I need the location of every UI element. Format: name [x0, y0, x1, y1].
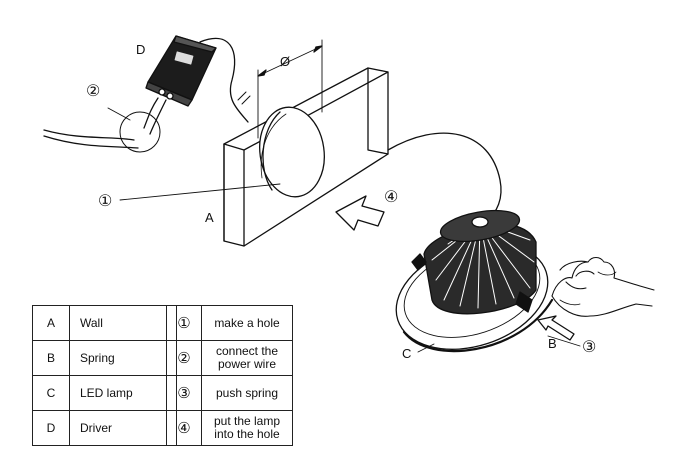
- step-key: ③: [166, 375, 202, 411]
- table-row: ④ put the lamp into the hole: [166, 410, 293, 446]
- lamp-leader: [417, 343, 435, 353]
- label-step4: ④: [384, 187, 398, 206]
- part-name: Wall: [69, 305, 177, 341]
- table-row: A Wall: [32, 305, 177, 341]
- table-row: ③ push spring: [166, 375, 293, 411]
- step-text: put the lamp into the hole: [201, 410, 293, 446]
- label-step3: ③: [582, 337, 596, 356]
- part-name: Driver: [69, 410, 177, 446]
- insertion-arrow: [335, 195, 385, 231]
- table-row: ① make a hole: [166, 305, 293, 341]
- step-key: ④: [166, 410, 202, 446]
- part-key: C: [32, 375, 70, 411]
- mounting-hole: [259, 106, 325, 198]
- steps-legend-table: ① make a hole ② connect the power wire ③…: [166, 305, 293, 446]
- part-name: Spring: [69, 340, 177, 376]
- part-name: LED lamp: [69, 375, 177, 411]
- led-lamp: [395, 209, 554, 353]
- label-step2: ②: [86, 81, 100, 100]
- part-key: A: [32, 305, 70, 341]
- hand: [551, 256, 655, 317]
- step-text: make a hole: [201, 305, 293, 341]
- table-row: D Driver: [32, 410, 177, 446]
- table-row: C LED lamp: [32, 375, 177, 411]
- label-driver: D: [136, 42, 145, 57]
- table-row: B Spring: [32, 340, 177, 376]
- step1-leader: [119, 183, 281, 201]
- driver-box: [145, 35, 217, 107]
- label-wall: A: [205, 210, 214, 225]
- step-text: connect the power wire: [201, 340, 293, 376]
- label-step1: ①: [98, 191, 112, 210]
- lamp-cable: [387, 132, 502, 225]
- power-wire-connection: [43, 97, 167, 153]
- part-key: D: [32, 410, 70, 446]
- step-key: ②: [166, 340, 202, 376]
- label-diameter: Ø: [280, 54, 290, 69]
- driver-output-cable: [199, 37, 249, 123]
- label-lamp: C: [402, 346, 411, 361]
- parts-legend-table: A Wall B Spring C LED lamp D Driver: [32, 305, 177, 446]
- diameter-dimension: [257, 39, 323, 139]
- push-arrow: [537, 315, 581, 347]
- step-key: ①: [166, 305, 202, 341]
- part-key: B: [32, 340, 70, 376]
- table-row: ② connect the power wire: [166, 340, 293, 376]
- label-spring: B: [548, 336, 557, 351]
- step-text: push spring: [201, 375, 293, 411]
